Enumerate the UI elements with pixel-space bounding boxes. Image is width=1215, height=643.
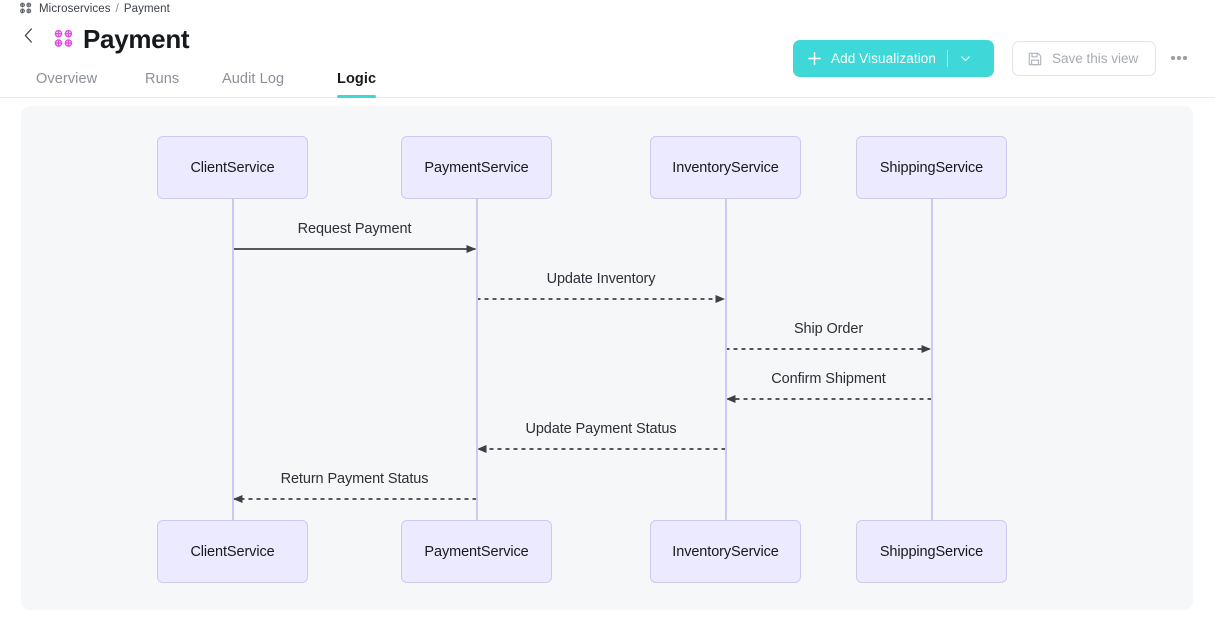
- tab-label: Runs: [145, 70, 180, 87]
- breadcrumb-current: Payment: [123, 3, 170, 15]
- more-options-button[interactable]: [1168, 49, 1190, 67]
- lifeline: [231, 199, 234, 520]
- participant-node[interactable]: ShippingService: [856, 520, 1007, 583]
- participant-label: ClientService: [190, 159, 275, 176]
- page-title: Payment: [83, 24, 190, 54]
- ellipsis-icon: [1183, 56, 1187, 60]
- ellipsis-icon: [1171, 56, 1175, 60]
- participant-label: InventoryService: [672, 159, 779, 176]
- participant-label: ShippingService: [879, 543, 984, 560]
- participant-label: ShippingService: [879, 159, 984, 176]
- ellipsis-icon: [1177, 56, 1181, 60]
- participant-node[interactable]: InventoryService: [650, 520, 801, 583]
- participant-node[interactable]: InventoryService: [650, 136, 801, 199]
- back-button[interactable]: [20, 28, 36, 48]
- participant-label: ClientService: [190, 543, 275, 560]
- message-label: Request Payment: [297, 221, 412, 237]
- tab-overview[interactable]: Overview: [36, 60, 97, 97]
- save-disk-icon: [1027, 51, 1043, 67]
- participant-node[interactable]: PaymentService: [401, 520, 552, 583]
- page-header: Payment Add Visualization Save this view: [0, 20, 1215, 77]
- participant-node[interactable]: ClientService: [157, 520, 308, 583]
- active-tab-underline: [337, 95, 377, 98]
- add-visualization-label: Add Visualization: [831, 51, 937, 66]
- tab-label: Audit Log: [222, 70, 285, 87]
- save-this-view-button[interactable]: Save this view: [1012, 41, 1156, 76]
- add-visualization-button[interactable]: Add Visualization: [793, 40, 994, 77]
- message-label: Ship Order: [793, 321, 864, 337]
- tab-label: Logic: [337, 70, 377, 87]
- participant-node[interactable]: PaymentService: [401, 136, 552, 199]
- participant-node[interactable]: ClientService: [157, 136, 308, 199]
- tab-label: Overview: [36, 70, 98, 87]
- breadcrumb-parent[interactable]: Microservices: [39, 3, 111, 15]
- lifeline: [475, 199, 478, 520]
- lifeline: [930, 199, 933, 520]
- tab-runs[interactable]: Runs: [145, 60, 179, 97]
- lifeline: [724, 199, 727, 520]
- message-label: Confirm Shipment: [771, 371, 886, 387]
- message-label: Update Payment Status: [525, 421, 677, 437]
- plus-icon: [807, 51, 822, 66]
- button-divider: [947, 50, 949, 67]
- participant-node[interactable]: ShippingService: [856, 136, 1007, 199]
- tab-logic[interactable]: Logic: [337, 60, 377, 98]
- message-label: Return Payment Status: [280, 471, 429, 487]
- tab-audit-log[interactable]: Audit Log: [222, 60, 284, 97]
- message-label: Update Inventory: [546, 271, 656, 287]
- participant-label: InventoryService: [672, 543, 779, 560]
- microservices-icon: [19, 2, 33, 16]
- chevron-left-icon: [24, 28, 33, 48]
- tab-bar: Overview Runs Audit Log Logic: [0, 60, 1215, 98]
- save-this-view-label: Save this view: [1052, 51, 1139, 66]
- breadcrumb: Microservices / Payment: [19, 1, 170, 17]
- microservices-icon: [53, 29, 75, 51]
- chevron-down-icon[interactable]: [959, 52, 972, 65]
- participant-label: PaymentService: [424, 159, 529, 176]
- breadcrumb-separator: /: [115, 3, 119, 15]
- participant-label: PaymentService: [424, 543, 529, 560]
